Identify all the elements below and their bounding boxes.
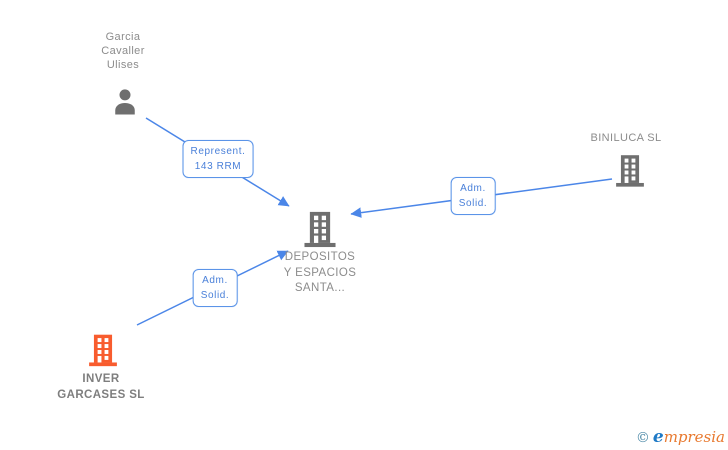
edge-label-adm-solid-inver: Adm. Solid.: [192, 269, 238, 307]
building-icon-biniluca[interactable]: [613, 152, 647, 189]
edge-label-adm1-line1: Adm.: [460, 183, 486, 194]
node-label-garcia-line3: Ulises: [106, 59, 140, 71]
building-icon-depositos[interactable]: [301, 208, 339, 250]
edge-label-adm1-line2: Solid.: [458, 198, 488, 209]
node-label-depositos[interactable]: DEPOSITOS Y ESPACIOS SANTA...: [260, 250, 380, 297]
person-icon[interactable]: [110, 87, 140, 117]
node-label-garcia[interactable]: Garcia Cavaller Ulises: [63, 30, 183, 72]
node-label-depositos-line2: Y ESPACIOS: [283, 266, 357, 279]
node-label-biniluca[interactable]: BINILUCA SL: [566, 131, 686, 146]
empresia-logo[interactable]: ©empresia: [636, 427, 725, 447]
node-label-biniluca-line1: BINILUCA SL: [590, 132, 662, 144]
logo-text: mpresia: [663, 428, 725, 446]
edge-label-adm2-line1: Adm.: [202, 275, 228, 286]
edge-label-represent-line1: Represent.: [190, 146, 246, 157]
building-icon-inver[interactable]: [86, 331, 120, 369]
node-label-inver-line1: INVER: [82, 373, 120, 385]
edge-label-adm-solid-biniluca: Adm. Solid.: [450, 177, 496, 215]
logo-initial: e: [652, 427, 664, 447]
node-label-garcia-line2: Cavaller: [101, 45, 145, 57]
edge-label-adm2-line2: Solid.: [200, 290, 230, 301]
copyright-icon: ©: [635, 430, 650, 446]
node-label-depositos-line1: DEPOSITOS: [284, 251, 356, 263]
node-label-inver-line2: GARCASES SL: [57, 388, 145, 401]
edge-label-represent-143-rrm: Represent. 143 RRM: [182, 140, 254, 178]
node-label-depositos-line3: SANTA...: [294, 282, 346, 294]
edge-label-represent-line2: 143 RRM: [194, 161, 242, 172]
node-label-garcia-line1: Garcia: [105, 31, 141, 43]
node-label-inver[interactable]: INVER GARCASES SL: [31, 372, 171, 403]
